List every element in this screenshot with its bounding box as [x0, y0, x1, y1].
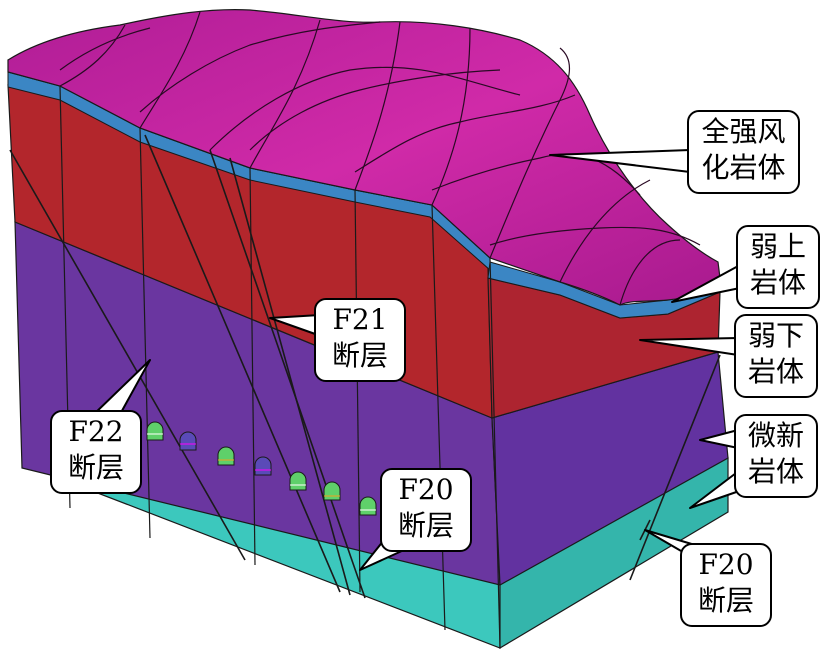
fault-f21-line-b — [209, 149, 366, 599]
fault-f21-line-c — [229, 157, 351, 596]
label-fresh-line2: 岩体 — [747, 455, 804, 488]
top-mesh-lines — [59, 11, 701, 306]
fault-f20-side-line — [629, 354, 721, 581]
label-f21-line2: 断层 — [331, 339, 388, 372]
label-f22-line1: F22 — [68, 415, 124, 448]
tunnel-1 — [146, 421, 164, 441]
tunnel-3 — [217, 446, 235, 466]
tunnel-7 — [359, 496, 377, 516]
label-weak-lower-line2: 岩体 — [747, 355, 804, 388]
label-f20-front-line1: F20 — [398, 473, 454, 506]
tunnel-4 — [254, 456, 272, 476]
label-weak-upper-line1: 弱上 — [749, 230, 806, 263]
fault-f21-line-a — [144, 134, 341, 593]
weathered-top-surface — [7, 9, 721, 306]
label-fault-f20-side: F20 断层 — [680, 543, 772, 627]
label-fresh-rock: 微新 岩体 — [734, 414, 818, 498]
label-f20-side-line1: F20 — [698, 548, 754, 581]
label-weathered-full: 全强风 化岩体 — [687, 110, 800, 194]
label-f22-line2: 断层 — [67, 451, 124, 484]
label-fresh-line1: 微新 — [747, 419, 804, 452]
fault-lines — [9, 134, 721, 599]
label-f20-side-line2: 断层 — [697, 584, 754, 617]
tunnel-2 — [179, 431, 197, 451]
tunnel-6 — [323, 481, 341, 501]
tunnel-markers — [146, 421, 377, 516]
label-fault-f20-front: F20 断层 — [380, 468, 472, 552]
label-weak-upper-line2: 岩体 — [749, 266, 806, 299]
label-weathered-line1: 全强风 — [701, 115, 786, 148]
label-fault-f21: F21 断层 — [314, 298, 406, 382]
label-weak-upper: 弱上 岩体 — [736, 225, 820, 309]
label-f20-front-line2: 断层 — [397, 509, 454, 542]
tunnel-5 — [289, 471, 307, 491]
label-weak-lower: 弱下 岩体 — [734, 314, 818, 398]
label-weathered-line2: 化岩体 — [701, 151, 786, 184]
fault-f22-line — [9, 149, 246, 561]
front-mesh-lines — [59, 85, 501, 649]
label-fault-f22: F22 断层 — [50, 410, 142, 494]
label-weak-lower-line1: 弱下 — [747, 319, 804, 352]
label-f21-line1: F21 — [332, 303, 388, 336]
